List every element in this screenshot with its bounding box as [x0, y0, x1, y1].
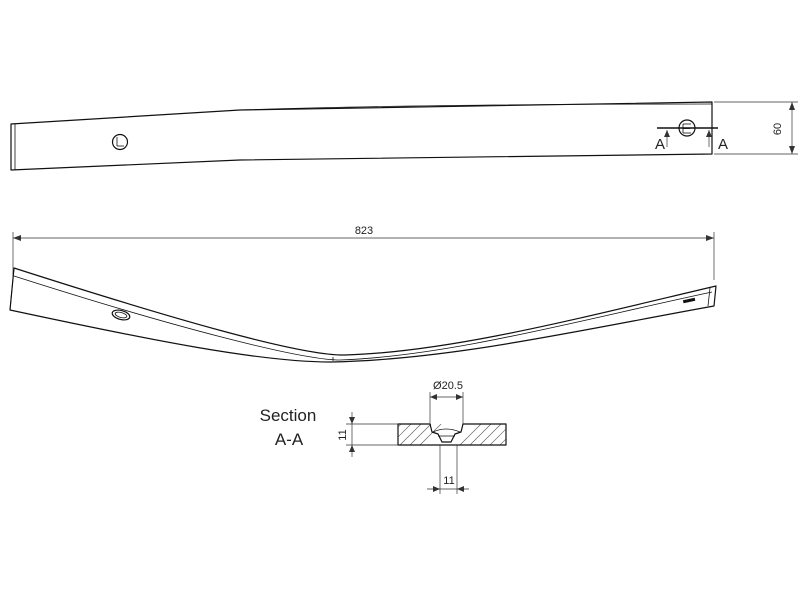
side-view-slot [682, 297, 696, 304]
section-title-line1: Section [260, 406, 317, 425]
height-dimension-value: 60 [772, 123, 784, 135]
spring-leaf-inner-edge [13, 275, 713, 361]
length-dimension-value: 823 [355, 225, 373, 237]
left-bolt-hole [111, 133, 129, 151]
section-a-a: Section A-A Ø20.5 [260, 380, 507, 494]
spring-leaf-end-right [707, 287, 711, 307]
top-view-inner-edge [239, 103, 713, 111]
height-dimension [714, 101, 798, 155]
section-marker-right: A [718, 136, 728, 153]
width-dimension [427, 445, 469, 494]
width-dimension-value: 11 [443, 475, 454, 487]
spring-leaf-end-left [9, 267, 15, 311]
section-title-line2: A-A [275, 430, 304, 449]
depth-dimension [346, 412, 398, 457]
top-view: A A 60 [10, 101, 798, 171]
diameter-dimension-value: Ø20.5 [433, 380, 463, 392]
section-hatching [398, 424, 506, 445]
length-dimension [12, 232, 715, 280]
section-cut-line [657, 127, 718, 147]
section-outline [397, 423, 507, 446]
diameter-dimension [429, 392, 464, 424]
side-view: 823 [9, 225, 717, 363]
depth-dimension-value: 11 [337, 429, 349, 440]
spring-leaf-outline [9, 267, 717, 363]
side-view-hole-inner [114, 311, 128, 319]
section-hole-detail [432, 428, 461, 437]
section-marker-left: A [655, 136, 665, 153]
side-view-hole [111, 309, 131, 321]
